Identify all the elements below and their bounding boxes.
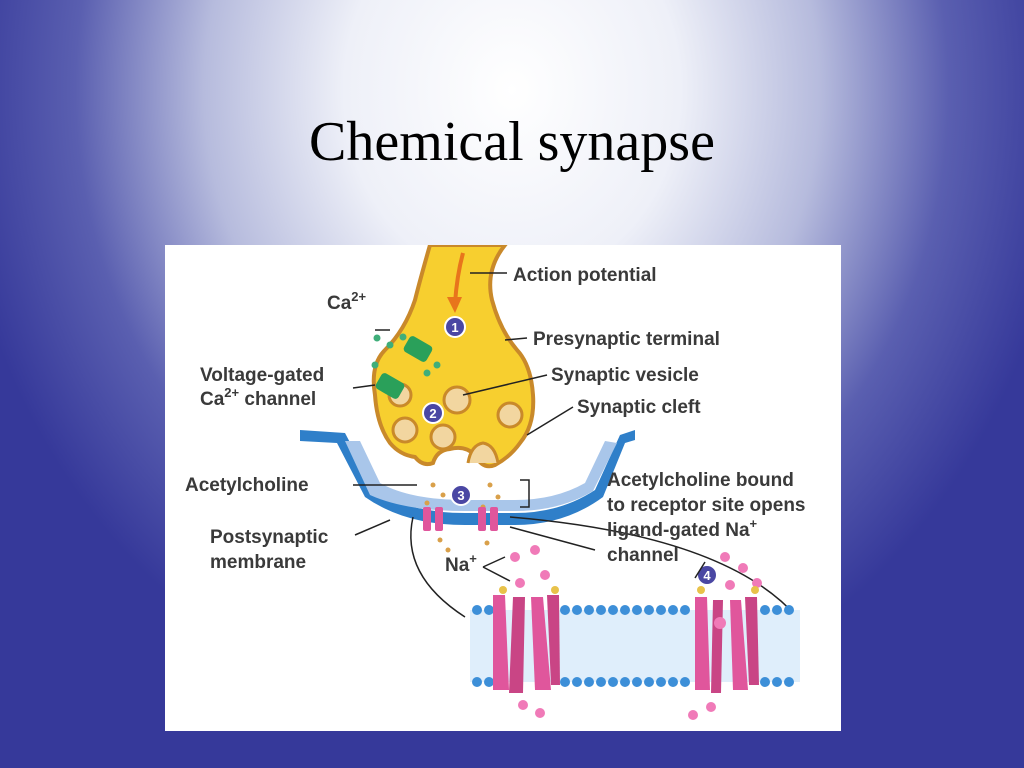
synaptic-vesicles xyxy=(387,382,524,464)
label-action-potential: Action potential xyxy=(513,265,657,286)
voltage-gated-ca-channels xyxy=(375,336,433,399)
step-badges xyxy=(422,316,718,586)
step-3-label: 3 xyxy=(457,488,464,503)
label-ach-bound-line2: to receptor site opens xyxy=(607,495,806,516)
label-postsynaptic-line2: membrane xyxy=(210,552,306,573)
label-ach-bound-line3: ligand-gated Na+ xyxy=(607,516,758,541)
label-voltage-gated-line2: Ca2+ channel xyxy=(200,385,316,410)
label-voltage-gated-line1: Voltage-gated xyxy=(200,365,324,386)
ligand-gated-na-channel-left xyxy=(493,595,560,693)
calcium-ions xyxy=(371,333,441,377)
step-badge-2 xyxy=(422,402,444,424)
label-ca-ion: Ca2+ xyxy=(327,289,367,314)
sodium-ions xyxy=(510,545,762,720)
synapse-illustration: 1 2 3 4 xyxy=(185,245,806,720)
synapse-diagram: 1 2 3 4 xyxy=(165,245,841,731)
step-badge-3 xyxy=(450,484,472,506)
label-acetylcholine: Acetylcholine xyxy=(185,475,309,496)
label-synaptic-vesicle: Synaptic vesicle xyxy=(551,365,699,386)
slide-title: Chemical synapse xyxy=(309,111,715,173)
acetylcholine-molecules xyxy=(424,482,501,553)
label-synaptic-cleft: Synaptic cleft xyxy=(577,397,701,418)
label-presynaptic-terminal: Presynaptic terminal xyxy=(533,329,720,350)
label-ach-bound-line1: Acetylcholine bound xyxy=(607,470,794,491)
step-4-label: 4 xyxy=(703,568,711,583)
label-ach-bound-line4: channel xyxy=(607,545,679,566)
presynaptic-terminal xyxy=(371,245,536,469)
synaptic-cleft-region xyxy=(300,430,635,525)
postsynaptic-receptors xyxy=(423,507,498,531)
label-na-ion: Na+ xyxy=(445,551,477,576)
step-badge-1 xyxy=(444,316,466,338)
step-1-label: 1 xyxy=(451,320,458,335)
step-2-label: 2 xyxy=(429,406,436,421)
lipid-heads xyxy=(472,605,794,687)
bound-acetylcholine xyxy=(499,586,759,594)
ligand-gated-na-channel-right xyxy=(695,597,759,693)
label-postsynaptic-line1: Postsynaptic xyxy=(210,527,329,548)
